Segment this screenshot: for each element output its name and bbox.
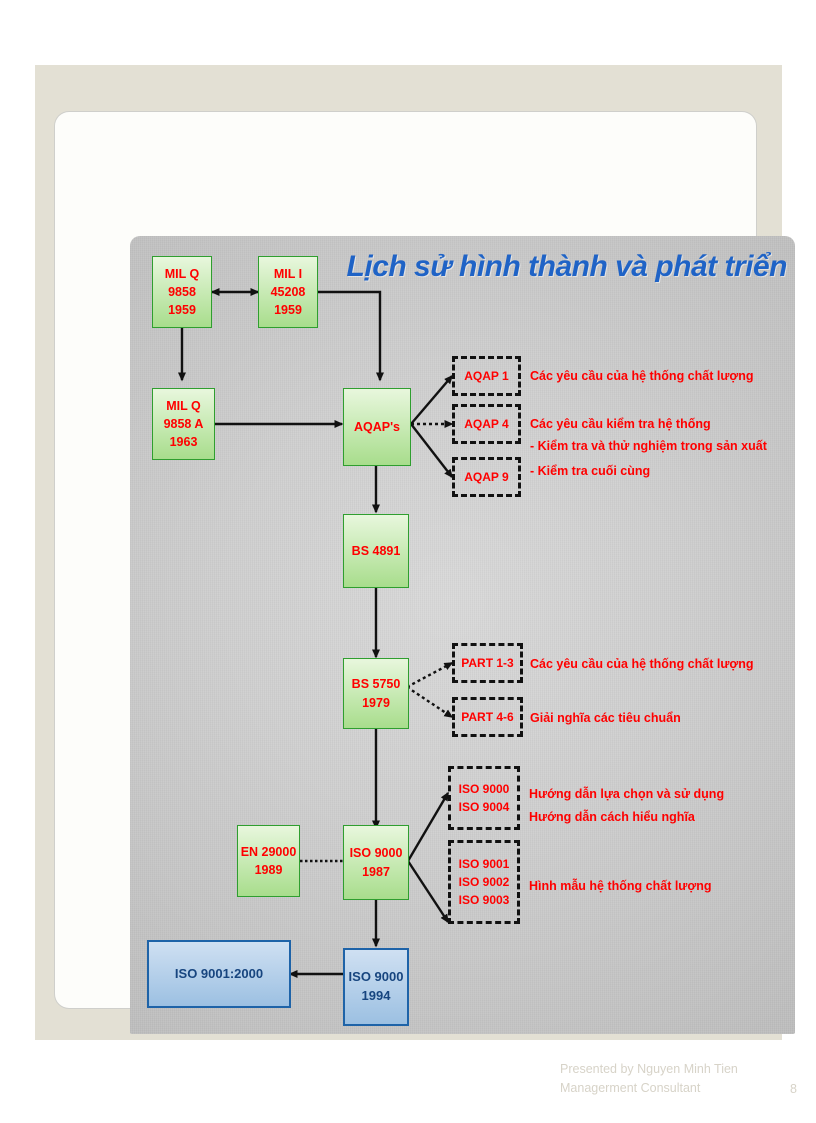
dashbox-line: ISO 9001 [458,857,510,871]
dashbox-aqap-9[interactable]: AQAP 9 [452,457,521,497]
node-line: ISO 9000 [348,969,404,985]
node-line: 1994 [361,988,391,1003]
dashbox-line: AQAP 9 [464,470,509,484]
slide-frame: MIL I 45208 --> [55,112,797,1096]
annotation-aqap-4-line2: - Kiểm tra và thử nghiệm trong sản xuất [530,439,767,453]
node-iso-9001-2000[interactable]: ISO 9001:2000 [147,940,291,1008]
node-bs-4891[interactable]: BS 4891 [343,514,409,588]
node-line: 9858 [168,284,196,299]
dashbox-aqap-1[interactable]: AQAP 1 [452,356,521,396]
footer-presenter: Presented by Nguyen Minh Tien [560,1062,738,1076]
dashbox-line: AQAP 4 [464,417,509,431]
node-line: 1959 [274,303,302,318]
node-line: 1979 [362,695,390,710]
node-iso-9000-1987[interactable]: ISO 9000 1987 [343,825,409,900]
node-en-29000[interactable]: EN 29000 1989 [237,825,300,897]
node-line: 9858 A [163,416,204,431]
dashbox-aqap-4[interactable]: AQAP 4 [452,404,521,444]
slide-footer: Presented by Nguyen Minh Tien Managermen… [560,1060,738,1099]
node-iso-9000-1994[interactable]: ISO 9000 1994 [343,948,409,1026]
node-line: 1989 [254,863,283,877]
dashbox-iso-guidelines[interactable]: ISO 9000 ISO 9004 [448,766,520,830]
annotation-aqap-9: - Kiểm tra cuối cùng [530,464,651,478]
node-line: MIL Q [164,266,200,281]
node-line: ISO 9001:2000 [174,965,264,981]
node-mil-q-9858[interactable]: MIL Q 9858 1959 [152,256,212,328]
annotation-iso-9004: Hướng dẫn cách hiểu nghĩa [529,810,695,824]
dashbox-part-4-6[interactable]: PART 4-6 [452,697,523,737]
dashbox-line: PART 1-3 [461,656,514,670]
dashbox-line: ISO 9004 [458,800,510,814]
node-line: BS 4891 [351,543,401,558]
dashbox-line: ISO 9000 [458,782,510,796]
node-mil-q-9858a[interactable]: MIL Q 9858 A 1963 [152,388,215,460]
annotation-iso-models: Hình mẫu hệ thống chất lượng [529,879,712,893]
dashbox-line: ISO 9002 [458,875,510,889]
node-aqaps[interactable]: AQAP's [343,388,411,466]
slide-title: Lịch sử hình thành và phát triển [346,250,788,283]
annotation-part-1-3: Các yêu cầu của hệ thống chất lượng [530,657,754,671]
node-line: 1987 [362,864,390,879]
node-line: 1959 [168,303,196,318]
dashbox-line: AQAP 1 [464,369,509,383]
annotation-aqap-1: Các yêu cầu của hệ thống chất lượng [530,369,754,383]
node-mil-i-45208[interactable]: MIL I 45208 1959 [258,256,318,328]
diagram-canvas: MIL I 45208 --> [130,236,795,1034]
annotation-aqap-4-line1: Các yêu cầu kiểm tra hệ thống [530,417,711,431]
node-line: 1963 [169,435,198,450]
annotation-iso-9000: Hướng dẫn lựa chọn và sử dụng [529,787,725,801]
node-line: AQAP's [353,419,401,434]
node-line: 45208 [270,284,306,299]
node-line: ISO 9000 [349,846,403,861]
dashbox-line: ISO 9003 [458,893,510,907]
annotation-part-4-6: Giải nghĩa các tiêu chuẩn [530,711,681,725]
node-line: MIL Q [166,398,201,413]
node-line: BS 5750 [351,677,401,692]
node-line: EN 29000 [240,844,297,859]
node-bs-5750[interactable]: BS 5750 1979 [343,658,409,729]
dashbox-iso-models[interactable]: ISO 9001 ISO 9002 ISO 9003 [448,840,520,924]
footer-role: Managerment Consultant [560,1081,701,1096]
dashbox-line: PART 4-6 [461,710,514,724]
slide-page-number: 8 [790,1082,797,1096]
dashbox-part-1-3[interactable]: PART 1-3 [452,643,523,683]
node-line: MIL I [273,266,303,281]
